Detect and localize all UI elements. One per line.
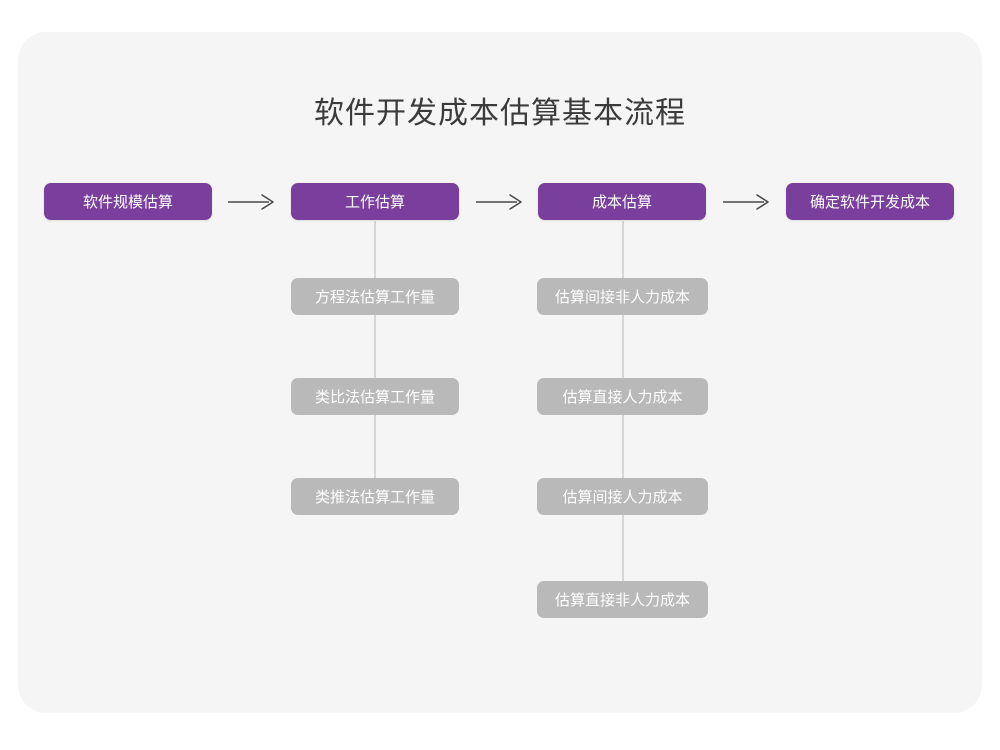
sub-box-effort-3[interactable]: 类推法估算工作量: [291, 478, 459, 515]
stage-label: 确定软件开发成本: [809, 194, 930, 211]
stage-box-effort-estimation[interactable]: 工作估算: [291, 183, 459, 220]
sub-box-label: 估算直接非人力成本: [554, 592, 690, 609]
stage-label: 成本估算: [591, 194, 652, 211]
diagram-card: [18, 32, 982, 713]
sub-box-cost-1[interactable]: 估算间接非人力成本: [537, 278, 708, 315]
sub-box-label: 估算间接非人力成本: [554, 289, 690, 306]
sub-box-cost-3[interactable]: 估算间接人力成本: [537, 478, 708, 515]
flow-arrow-icon-3: [717, 183, 777, 220]
connector-line-work: [374, 221, 376, 479]
stage-label: 软件规模估算: [82, 194, 173, 211]
sub-box-effort-2[interactable]: 类比法估算工作量: [291, 378, 459, 415]
stage-box-software-size[interactable]: 软件规模估算: [44, 183, 212, 220]
sub-box-effort-1[interactable]: 方程法估算工作量: [291, 278, 459, 315]
sub-box-cost-4[interactable]: 估算直接非人力成本: [537, 581, 708, 618]
sub-box-label: 类推法估算工作量: [314, 489, 435, 506]
page-title: 软件开发成本估算基本流程: [314, 97, 686, 130]
sub-box-label: 估算间接人力成本: [562, 489, 683, 506]
sub-box-label: 方程法估算工作量: [314, 289, 435, 306]
flow-arrow-icon-1: [222, 183, 282, 220]
flow-arrow-icon-2: [470, 183, 530, 220]
sub-box-cost-2[interactable]: 估算直接人力成本: [537, 378, 708, 415]
sub-box-label: 估算直接人力成本: [562, 389, 683, 406]
sub-box-label: 类比法估算工作量: [314, 389, 435, 406]
stage-label: 工作估算: [344, 194, 405, 211]
stage-box-final-cost[interactable]: 确定软件开发成本: [786, 183, 954, 220]
stage-box-cost-estimation[interactable]: 成本估算: [538, 183, 706, 220]
